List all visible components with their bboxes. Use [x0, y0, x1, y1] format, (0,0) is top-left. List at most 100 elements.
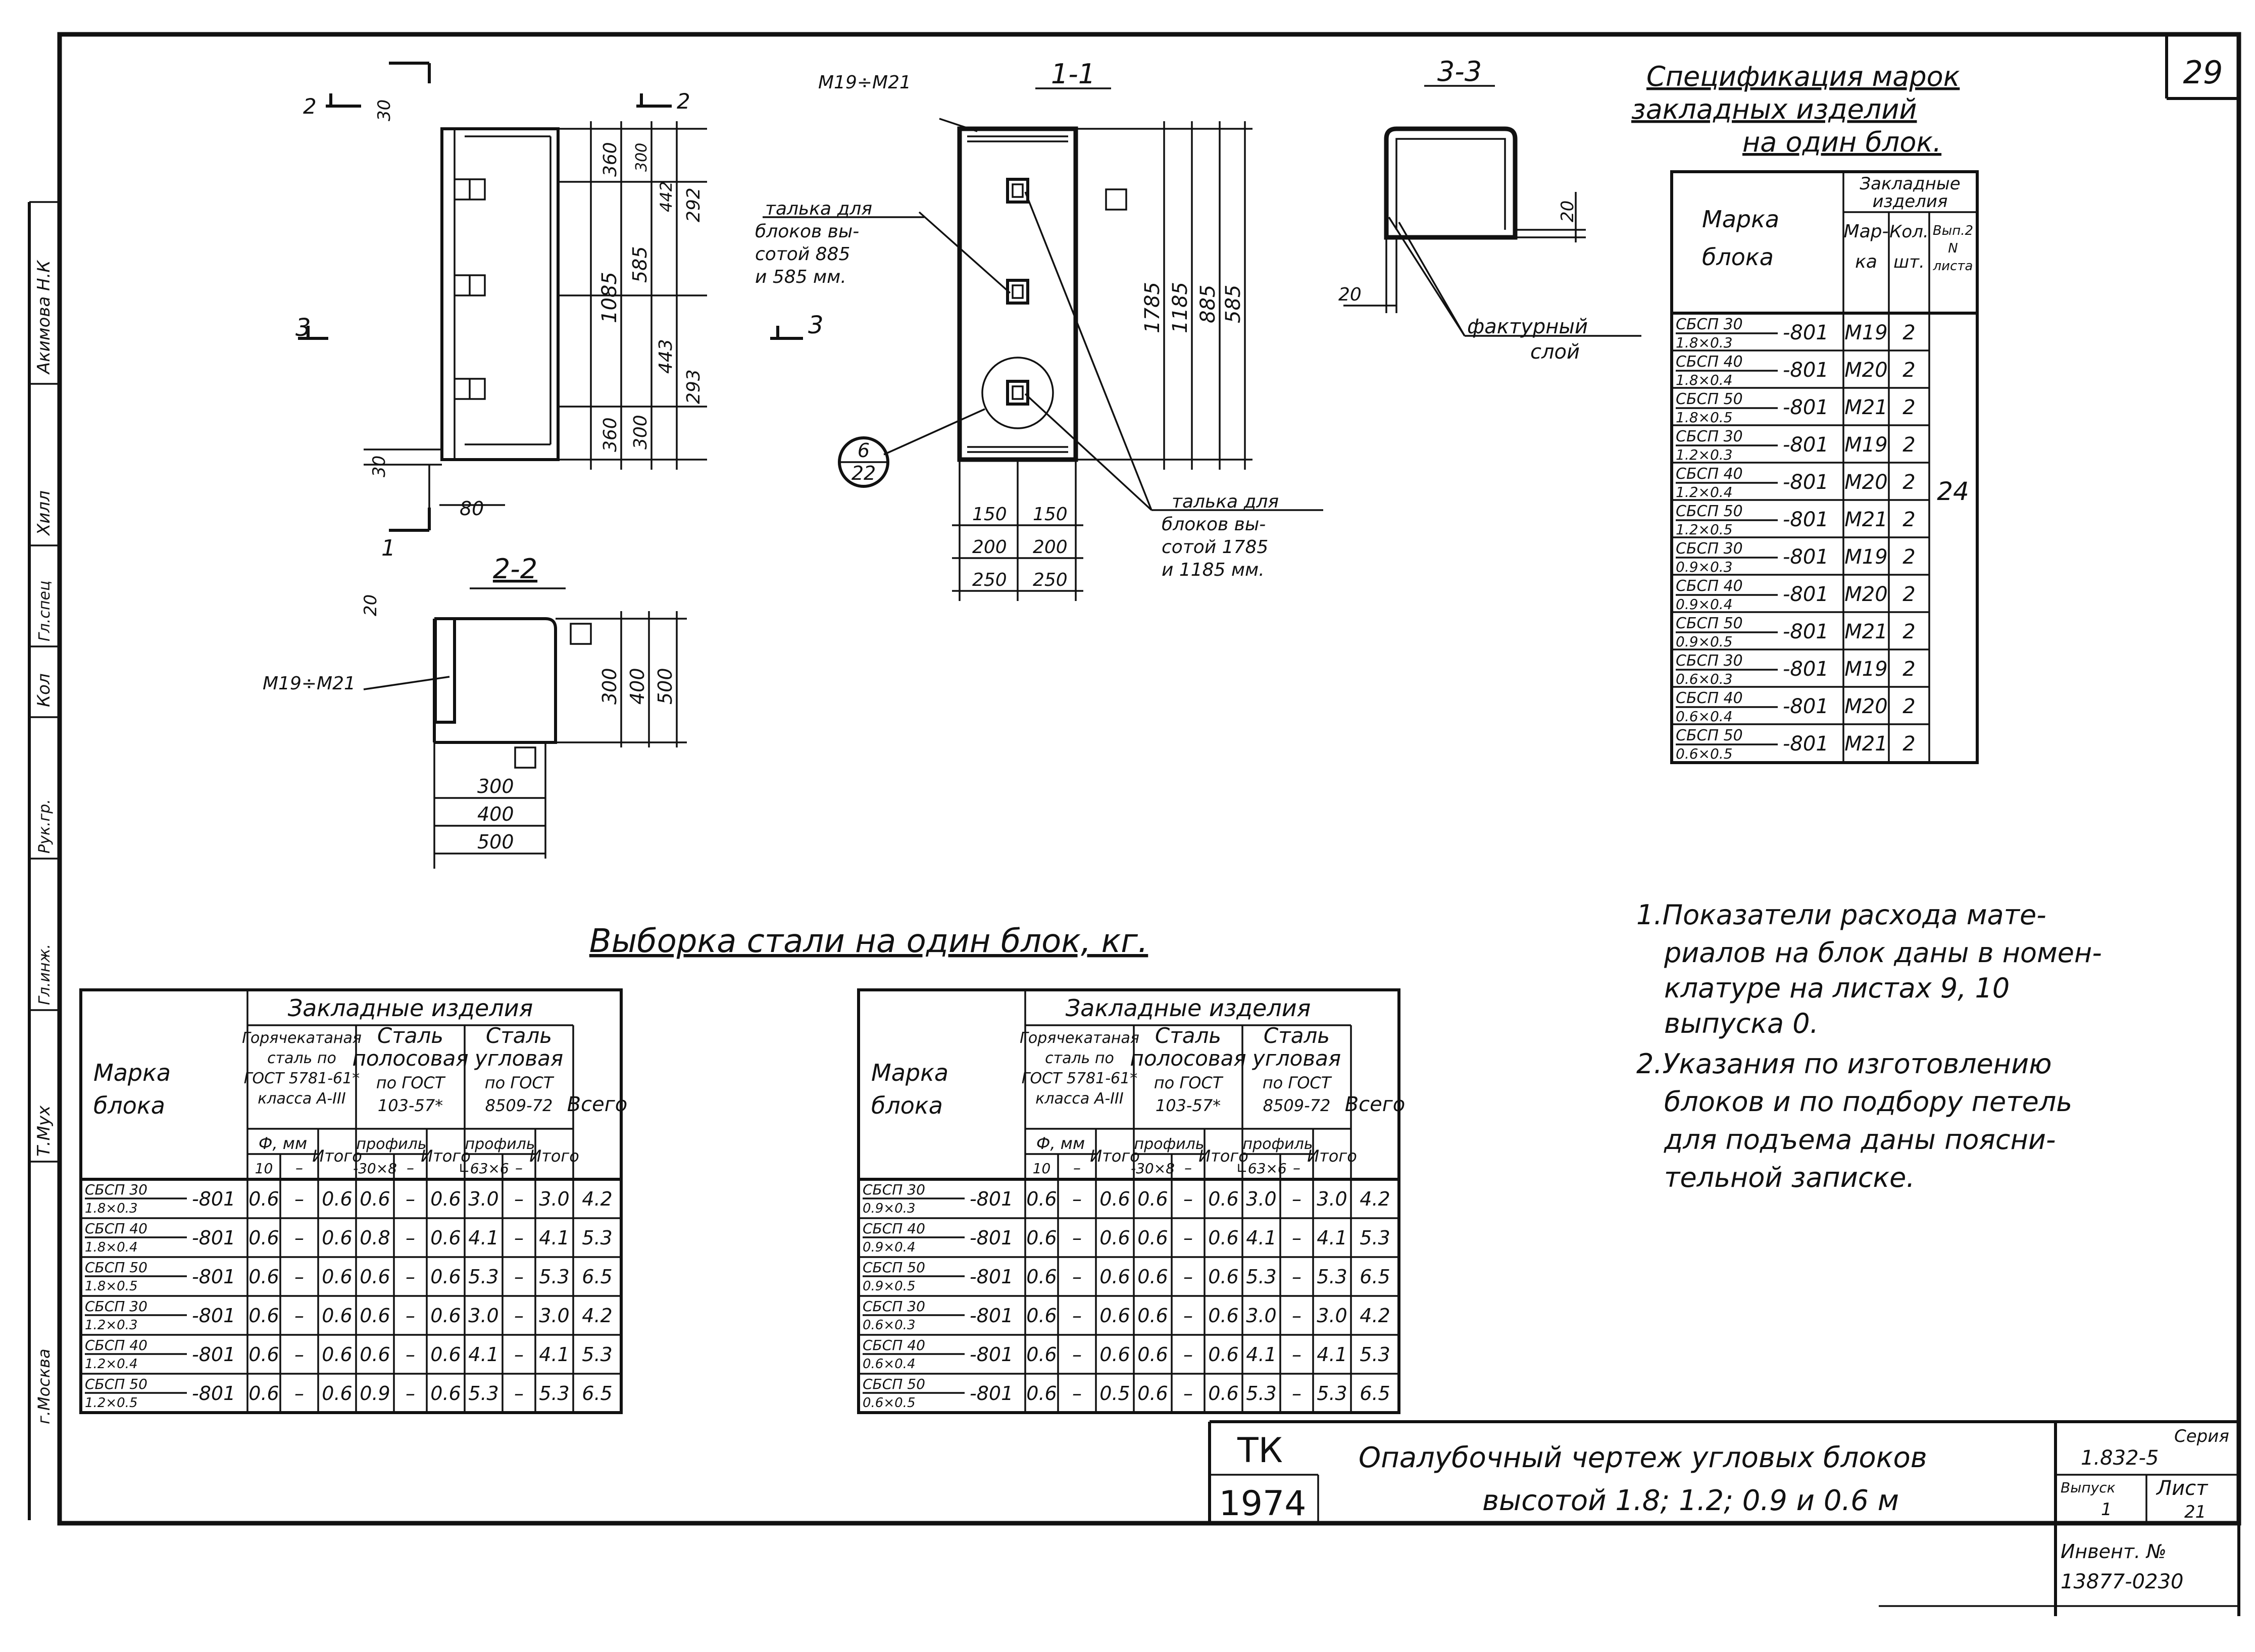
steel-cell: –	[514, 1227, 524, 1249]
spec-row-qty: 2	[1902, 321, 1915, 344]
cut-mark-3-right: 3	[808, 311, 824, 339]
steel-row-mark-top: СБСП 30	[85, 1298, 147, 1315]
steel-cell: 4.1	[1246, 1343, 1276, 1366]
steel-cell: 3.0	[539, 1305, 569, 1327]
steel-cell: –	[406, 1343, 415, 1366]
spec-row-qty: 2	[1902, 620, 1915, 643]
elev-dim-bot: 30	[369, 456, 389, 477]
spec-row-qty: 2	[1902, 359, 1915, 382]
steel-row-suffix: -801	[970, 1188, 1013, 1210]
steel-head-sub1-a: 10	[255, 1160, 273, 1177]
steel-head-g1-line-2: ГОСТ 5781-61*	[244, 1070, 360, 1087]
cut-mark-2-right: 2	[677, 89, 690, 114]
steel-cell: 0.6	[1208, 1382, 1238, 1405]
spec-head-sub-2-1: N	[1948, 241, 1958, 256]
spec-row-item-mark: М19	[1844, 321, 1887, 344]
steel-head-itogo: Итого	[1198, 1146, 1248, 1166]
steel-head-profile: профиль	[1242, 1135, 1313, 1153]
spec-row-mark-bot: 0.6×0.3	[1676, 671, 1733, 687]
spec-row-mark-bot: 1.8×0.4	[1676, 372, 1733, 388]
steel-title: Выборка стали на один блок, кг.	[589, 923, 1148, 960]
node-ref-bottom: 22	[851, 462, 876, 484]
steel-row-mark-bot: 0.9×0.3	[863, 1201, 915, 1216]
note-b-line-0: талька для	[1172, 491, 1279, 512]
steel-cell: 6.5	[1360, 1382, 1390, 1405]
steel-cell: –	[406, 1188, 415, 1210]
spec-row-mark-top: СБСП 50	[1676, 503, 1743, 520]
tb-seria-label: Серия	[2174, 1426, 2229, 1446]
elev-dim-443: 443	[656, 339, 676, 374]
steel-cell: 0.6	[1026, 1382, 1057, 1405]
steel-cell: 0.6	[430, 1305, 461, 1327]
steel-head-g2-line-3: 103-57*	[1156, 1096, 1221, 1115]
steel-cell: –	[1072, 1266, 1082, 1288]
steel-cell: 4.1	[1317, 1343, 1347, 1366]
strip-label-2: Гл.спец	[36, 581, 54, 641]
steel-row-mark-bot: 0.6×0.3	[863, 1318, 915, 1333]
spec-row-item-mark: М19	[1844, 658, 1887, 681]
steel-head-g2-line-2: по ГОСТ	[376, 1073, 446, 1092]
spec-title: Спецификация марок закладных изделий на …	[1631, 61, 1960, 158]
spec-row-suffix: -801	[1783, 545, 1829, 569]
section-2-2-dim20: 20	[361, 594, 381, 616]
steel-row-suffix: -801	[192, 1266, 235, 1288]
steel-head-profile: профиль	[356, 1135, 426, 1153]
steel-cell: 0.6	[1137, 1188, 1168, 1210]
steel-cell: 0.6	[1099, 1266, 1130, 1288]
steel-head-sub2-a: -30×8	[1131, 1160, 1175, 1177]
sheet-number: 29	[2183, 54, 2223, 91]
steel-cell: –	[514, 1188, 524, 1210]
steel-row-suffix: -801	[192, 1343, 235, 1366]
steel-row-suffix: -801	[970, 1382, 1013, 1405]
steel-head-g3-line-2: по ГОСТ	[1263, 1073, 1332, 1092]
title-block	[1208, 1420, 2239, 1616]
s11-dim-150-a: 150	[972, 504, 1007, 525]
strip-label-7: г.Москва	[34, 1348, 54, 1424]
steel-cell: 5.3	[468, 1382, 498, 1405]
steel-head-g2-line-1: полосовая	[352, 1046, 468, 1071]
note-a-line-2: сотой 885	[755, 244, 850, 265]
spec-row-suffix: -801	[1783, 695, 1829, 718]
steel-head-sub1-a: 10	[1033, 1160, 1051, 1177]
steel-cell: 0.6	[1208, 1188, 1238, 1210]
tb-year: 1974	[1219, 1484, 1306, 1524]
steel-table-border	[857, 988, 1400, 1414]
steel-cell: –	[514, 1382, 524, 1405]
spec-row-mark-bot: 1.2×0.5	[1676, 521, 1733, 538]
steel-cell: 0.6	[430, 1382, 461, 1405]
tb-seria: 1.832-5	[2081, 1446, 2159, 1470]
steel-cell: 0.9	[360, 1382, 390, 1405]
spec-row-suffix: -801	[1783, 620, 1829, 643]
steel-cell: 5.3	[1360, 1343, 1390, 1366]
steel-cell: –	[1072, 1227, 1082, 1249]
steel-row-suffix: -801	[970, 1266, 1013, 1288]
steel-cell: 0.6	[1208, 1266, 1238, 1288]
steel-cell: 4.2	[1360, 1188, 1390, 1210]
steel-head-sub2-b: –	[407, 1160, 414, 1177]
steel-cell: –	[406, 1266, 415, 1288]
spec-sheet-ref: 24	[1937, 477, 1969, 506]
section-3-3-label-1: слой	[1530, 340, 1580, 364]
s11-dim-150-b: 150	[1033, 504, 1068, 525]
spec-row-item-mark: М19	[1844, 545, 1887, 569]
note-b-line-3: и 1185 мм.	[1162, 560, 1265, 580]
steel-cell: –	[294, 1343, 304, 1366]
spec-row-suffix: -801	[1783, 471, 1829, 494]
spec-row-item-mark: М21	[1844, 732, 1887, 756]
steel-cell: 0.6	[248, 1382, 279, 1405]
steel-head-itogo: Итого	[421, 1146, 471, 1166]
steel-cell: 0.6	[430, 1188, 461, 1210]
steel-cell: 5.3	[539, 1266, 569, 1288]
steel-cell: 3.0	[539, 1188, 569, 1210]
section-1-1-callout: М19÷М21	[818, 72, 911, 93]
tb-tk: ТК	[1237, 1431, 1283, 1471]
steel-row-mark-bot: 0.9×0.5	[863, 1279, 915, 1294]
elev-dim-360-bot: 360	[600, 417, 621, 452]
section-3-3-label-0: фактурный	[1467, 315, 1588, 338]
steel-cell: –	[514, 1266, 524, 1288]
spec-title-line-1: закладных изделий	[1631, 93, 1917, 125]
steel-table-right: Закладные изделияМаркаблокаГорячекатаная…	[857, 988, 1405, 1414]
section-3-3-title: 3-3	[1437, 56, 1482, 87]
steel-cell: 5.3	[468, 1266, 498, 1288]
steel-cell: –	[1183, 1227, 1193, 1249]
